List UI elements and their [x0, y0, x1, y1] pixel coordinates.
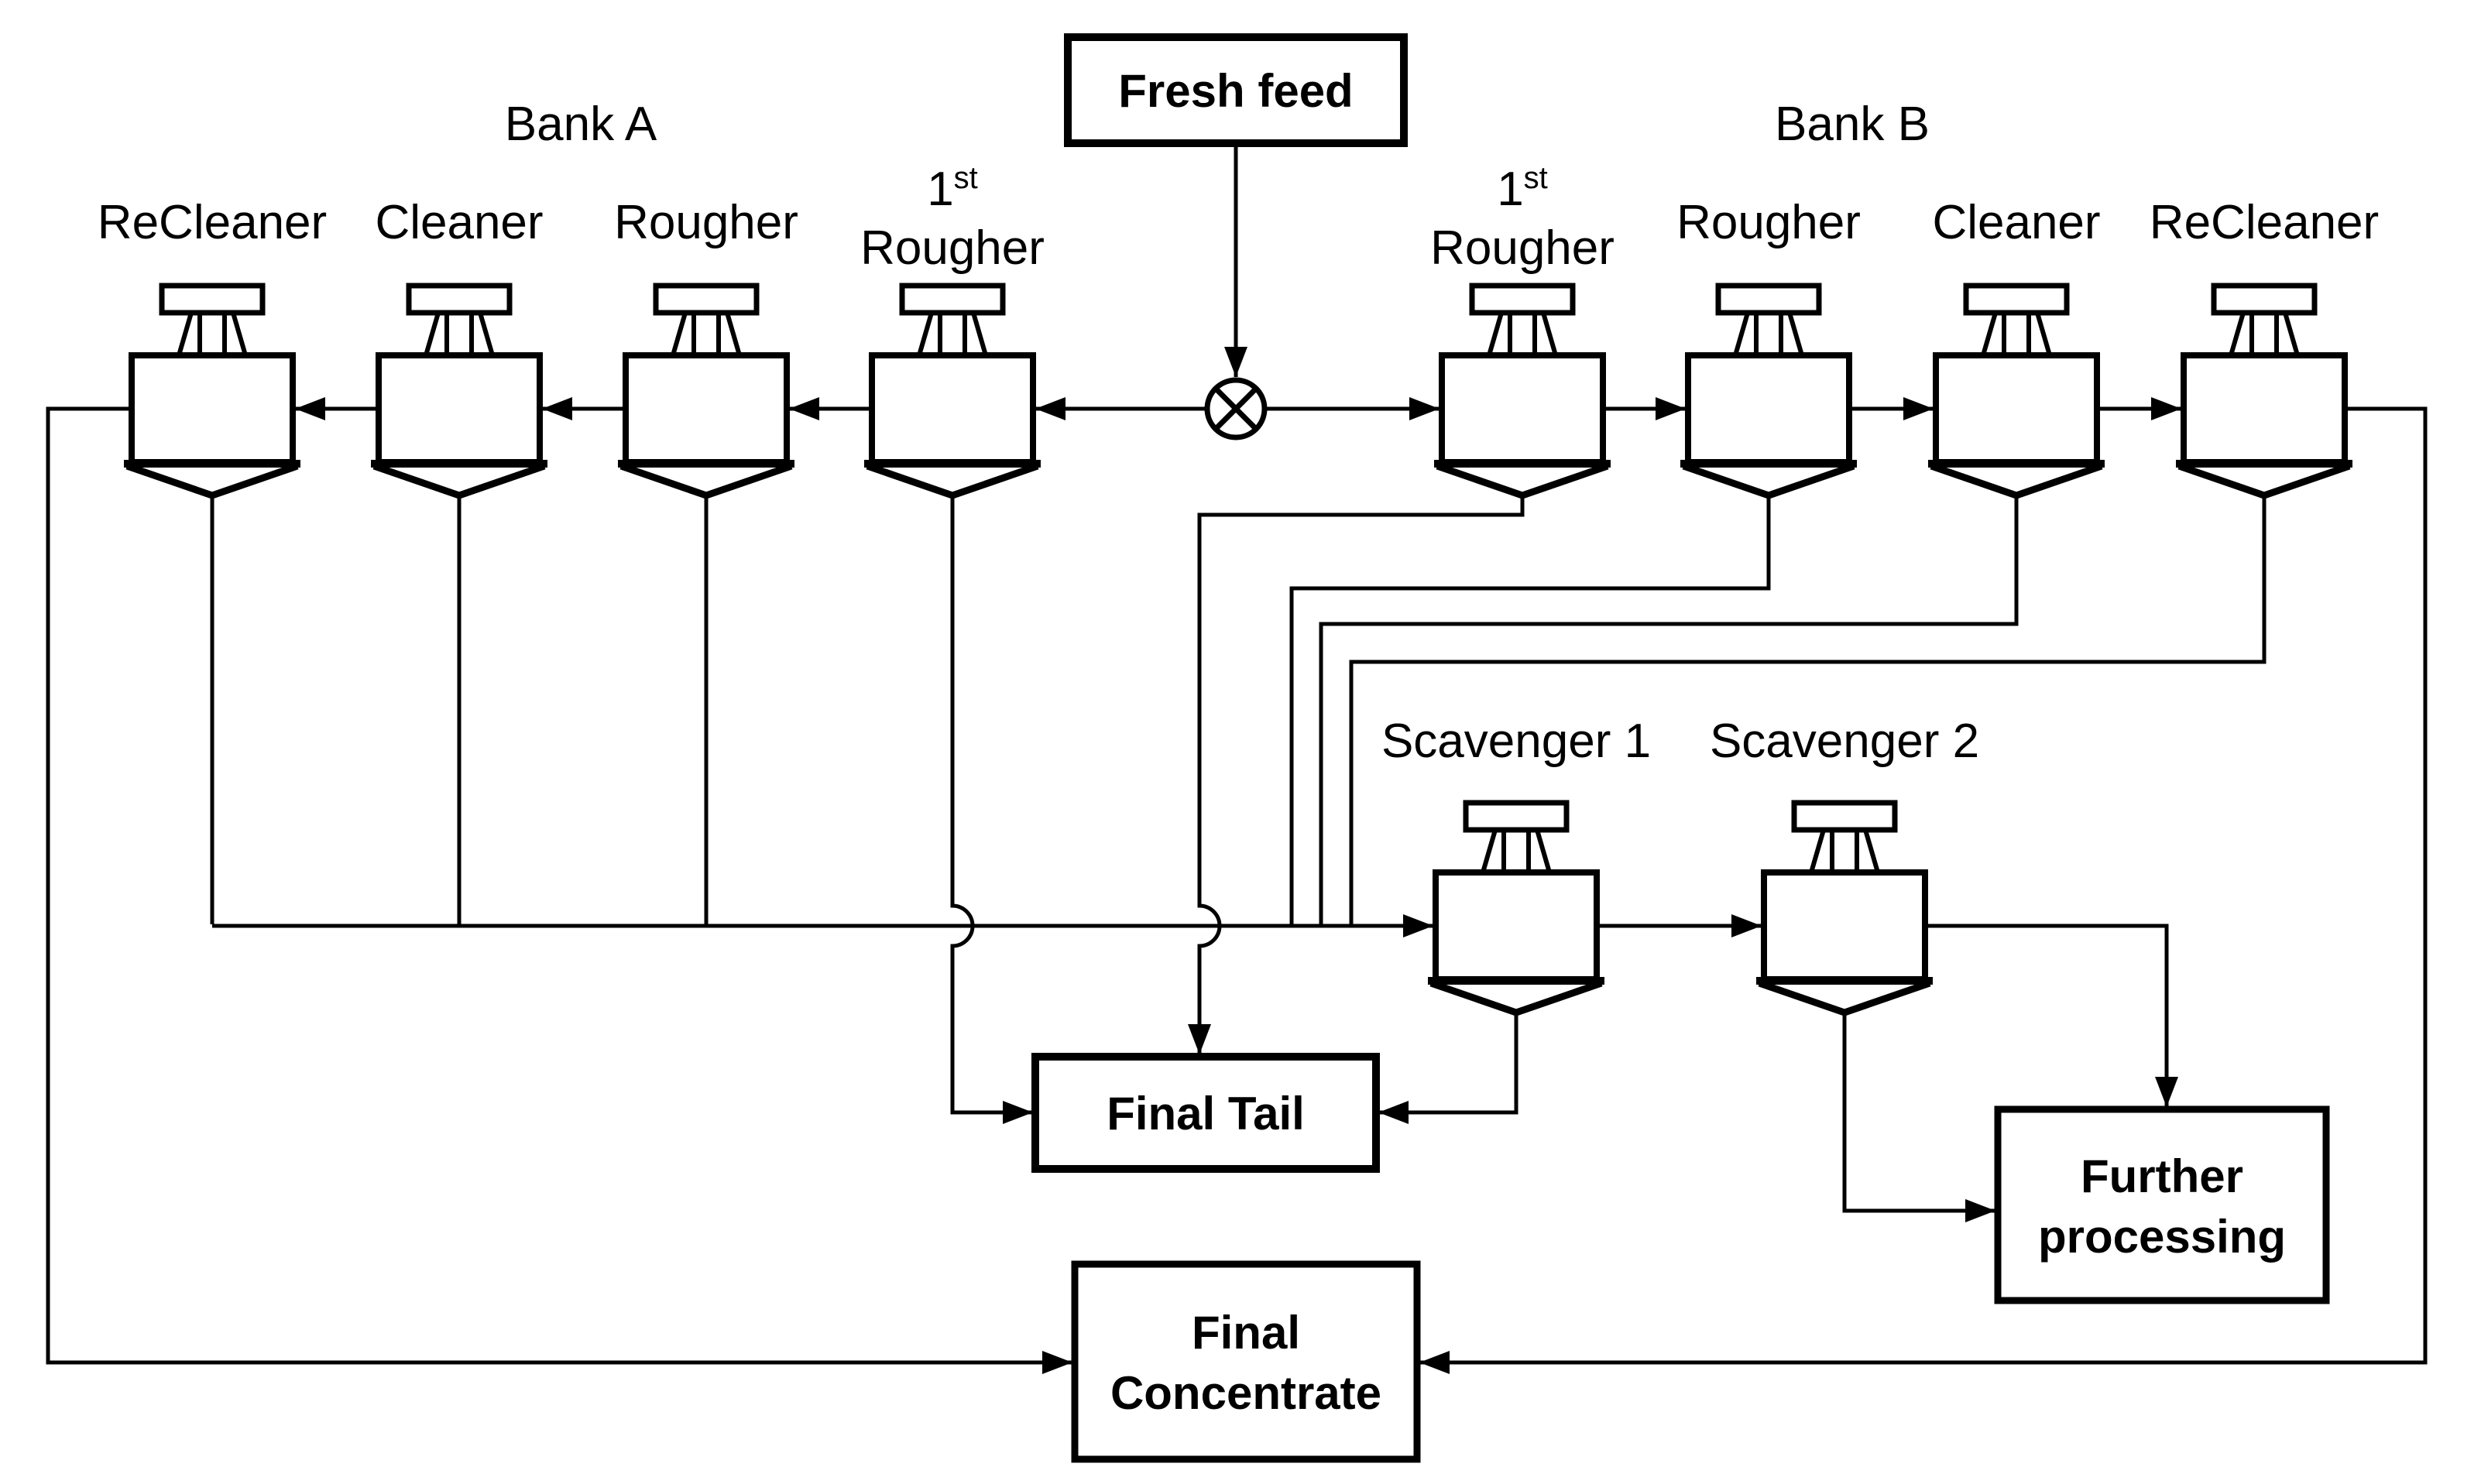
- final-concentrate-label-line2: Concentrate: [1110, 1367, 1381, 1419]
- fresh-feed-box-border: [1064, 33, 1408, 147]
- further-processing-label-line1: Further: [2081, 1150, 2243, 1202]
- cell-bank-b-rougher: Rougher: [1676, 196, 1861, 495]
- cell-bank-a-cleaner: Cleaner: [371, 196, 547, 495]
- stream-b-cleaner-tail-to-scavenger-feed: [1319, 495, 2019, 924]
- further-processing-box: Further processing: [1994, 1105, 2330, 1304]
- cell-bank-b-cleaner: Cleaner: [1928, 196, 2105, 495]
- cell-bank-b-1st-rougher: 1st Rougher: [1430, 161, 1615, 495]
- streams: [46, 143, 2428, 1374]
- cell-label: ReCleaner: [2150, 196, 2379, 249]
- bank-a: Bank A ReCleaner Cleaner Rougher 1st Rou…: [98, 98, 1045, 495]
- cell-label: Scavenger 2: [1710, 715, 1979, 768]
- mixer-junction-icon: [1204, 377, 1268, 440]
- cell-label: Rougher: [614, 196, 798, 249]
- fresh-feed-label: Fresh feed: [1118, 65, 1353, 117]
- stream-b-recleaner-tail-to-scavenger-feed: [1349, 495, 2267, 924]
- bank-b: Bank B 1st Rougher Rougher Cleaner ReCle…: [1430, 98, 2379, 495]
- bank-a-title: Bank A: [505, 98, 657, 151]
- stream-b-1st-rougher-tail-to-final-tail: [1188, 495, 1525, 1054]
- final-tail-label: Final Tail: [1107, 1088, 1305, 1140]
- fresh-feed-box: Fresh feed: [1064, 33, 1408, 147]
- cell-label: Rougher: [1430, 221, 1615, 275]
- cell-label-ordinal: 1st: [1497, 161, 1548, 216]
- cell-label: Rougher: [860, 221, 1045, 275]
- cell-label: Cleaner: [1932, 196, 2100, 249]
- mixer-cross-icon: [1213, 386, 1258, 431]
- cell-bank-a-rougher: Rougher: [614, 196, 798, 495]
- cell-bank-a-recleaner: ReCleaner: [98, 196, 327, 495]
- cell-scavenger-1: Scavenger 1: [1381, 715, 1651, 1013]
- bank-b-title: Bank B: [1775, 98, 1930, 151]
- stream-b-rougher-tail-to-scavenger-feed: [1289, 495, 1771, 924]
- cell-label: Cleaner: [375, 196, 543, 249]
- stream-b-recleaner-to-final-concentrate: [1419, 406, 2428, 1374]
- final-concentrate-box-border: [1071, 1260, 1421, 1463]
- cell-label: Scavenger 1: [1381, 715, 1651, 768]
- stream-scavenger2-tail-to-further-processing: [1842, 1013, 1995, 1222]
- cell-bank-a-1st-rougher: 1st Rougher: [860, 161, 1045, 495]
- cell-label-ordinal: 1st: [927, 161, 978, 216]
- scavenger-section: Scavenger 1 Scavenger 2: [1381, 715, 1979, 1013]
- cell-bank-b-recleaner: ReCleaner: [2150, 196, 2379, 495]
- stream-scavenger2-to-further-processing-top: [1925, 924, 2178, 1107]
- cell-label: Rougher: [1676, 196, 1861, 249]
- stream-scavenger1-tail-to-final-tail: [1378, 1013, 1518, 1124]
- cell-scavenger-2: Scavenger 2: [1710, 715, 1979, 1013]
- final-concentrate-box: Final Concentrate: [1071, 1260, 1421, 1463]
- final-tail-box: Final Tail: [1031, 1053, 1380, 1173]
- final-tail-box-border: [1031, 1053, 1380, 1173]
- cell-label: ReCleaner: [98, 196, 327, 249]
- stream-a-recleaner-to-final-concentrate: [46, 406, 1072, 1374]
- further-processing-box-border: [1994, 1105, 2330, 1304]
- stream-a-1st-rougher-tail-to-final-tail: [950, 495, 1033, 1124]
- further-processing-label-line2: processing: [2038, 1211, 2286, 1263]
- final-concentrate-label-line1: Final: [1192, 1307, 1300, 1359]
